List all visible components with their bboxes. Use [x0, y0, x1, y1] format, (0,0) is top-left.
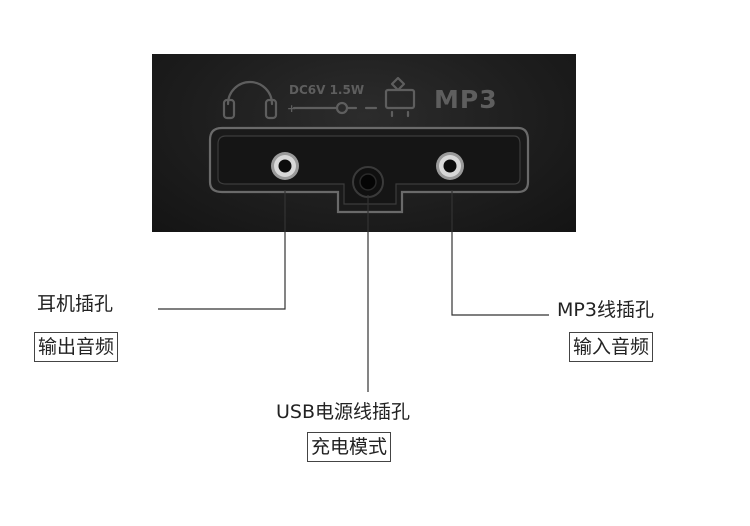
device-panel-graphic: DC6V 1.5W + MP3 [208, 76, 530, 214]
mp3-jack-note: 输入音频 [569, 332, 654, 362]
mp3-jack-label: MP3线插孔 [557, 299, 654, 321]
headphone-jack-label: 耳机插孔 [37, 293, 114, 315]
radio-icon [384, 76, 416, 118]
leader-headphone [158, 190, 286, 310]
mp3-jack [436, 152, 464, 180]
headphone-jack-note: 输出音频 [34, 332, 119, 362]
headphone-jack [271, 152, 299, 180]
usb-jack-label: USB电源线插孔 [276, 401, 411, 423]
dc-power-icon: + [287, 101, 378, 115]
mp3-engraving: MP3 [434, 85, 498, 114]
usb-power-jack [352, 166, 384, 198]
power-spec-text: DC6V 1.5W [289, 83, 364, 97]
leader-mp3 [451, 190, 549, 316]
headphones-icon [222, 80, 278, 120]
usb-jack-note: 充电模式 [307, 432, 392, 462]
device-panel: DC6V 1.5W + MP3 [152, 54, 576, 232]
svg-text:+: + [287, 102, 296, 115]
